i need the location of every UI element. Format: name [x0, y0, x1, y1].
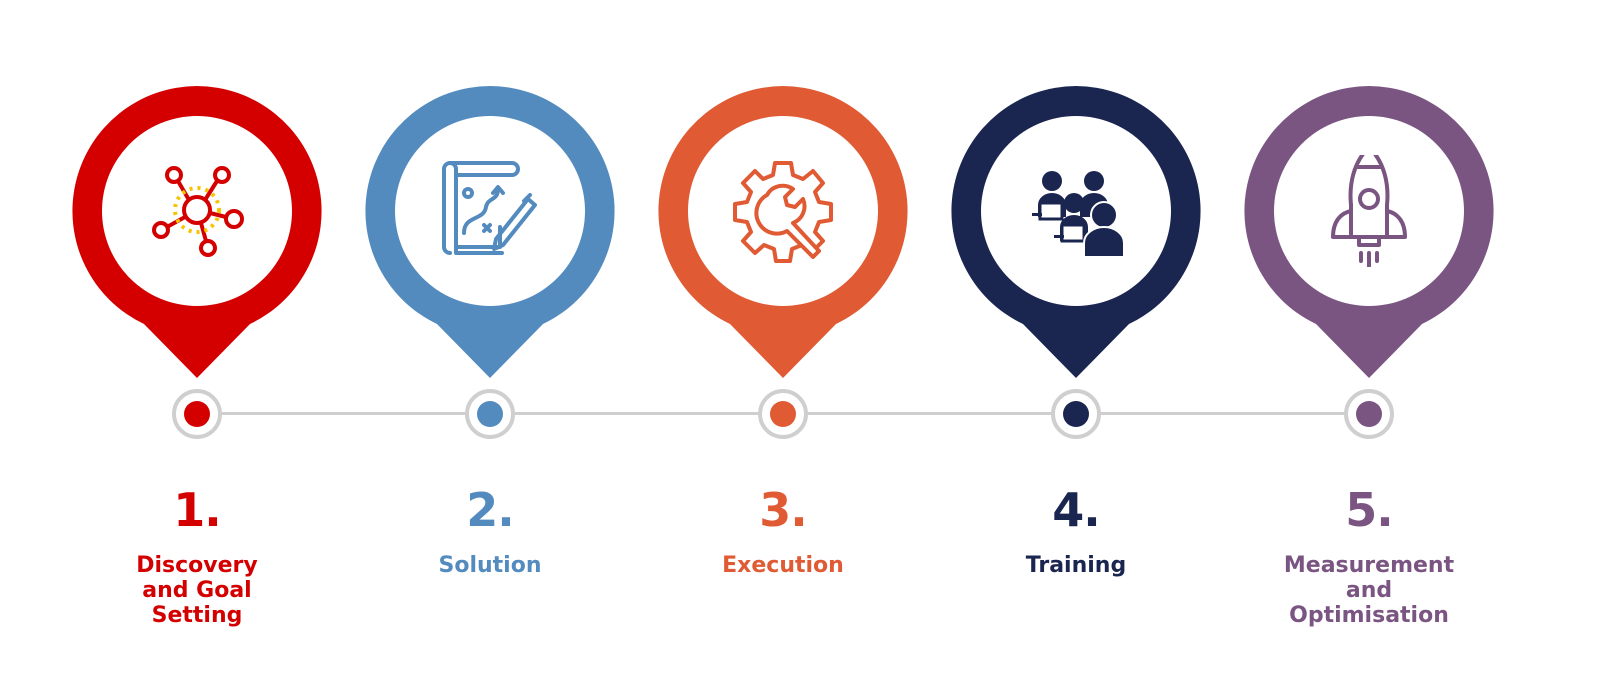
step-number: 1.	[173, 483, 221, 537]
step-number: 5.	[1345, 483, 1393, 537]
step-label: Measurement and Optimisation	[1283, 553, 1455, 628]
step-execution: 3. Execution	[633, 0, 933, 699]
step-label: Solution	[438, 553, 542, 578]
step-training: 4. Training	[926, 0, 1226, 699]
step-label: Execution	[722, 553, 844, 578]
step-number: 3.	[759, 483, 807, 537]
network-hub-icon	[147, 155, 247, 267]
step-number: 2.	[466, 483, 514, 537]
step-number: 4.	[1052, 483, 1100, 537]
step-measurement: 5. Measurement and Optimisation	[1219, 0, 1519, 699]
step-solution: 2. Solution	[340, 0, 640, 699]
step-label: Discovery and Goal Setting	[136, 553, 258, 628]
timeline-dot	[1344, 389, 1394, 439]
strategy-plan-icon	[440, 155, 540, 267]
map-pin-marker	[1244, 86, 1494, 378]
rocket-icon	[1319, 155, 1419, 267]
timeline-dot	[1051, 389, 1101, 439]
step-discovery: 1. Discovery and Goal Setting	[47, 0, 347, 699]
gear-wrench-icon	[733, 155, 833, 267]
timeline-dot	[465, 389, 515, 439]
people-laptops-icon	[1026, 155, 1126, 267]
timeline-dot	[758, 389, 808, 439]
timeline-dot	[172, 389, 222, 439]
step-label: Training	[1025, 553, 1127, 578]
